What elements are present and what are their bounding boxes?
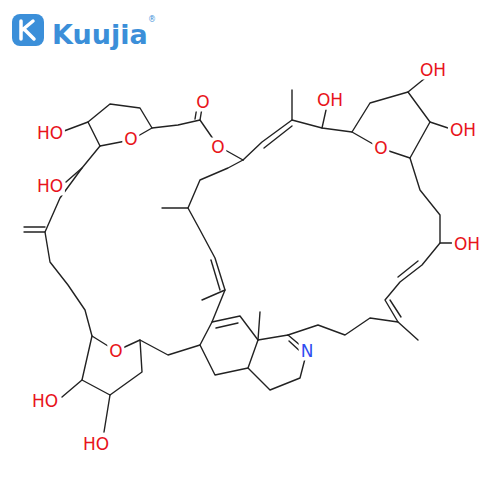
bond-lines: [24, 79, 452, 432]
atom-label: OH: [315, 91, 345, 110]
trademark-mark: ®: [148, 16, 156, 24]
atom-label: HO: [30, 392, 60, 411]
atom-label: O: [122, 130, 139, 149]
atom-label: O: [209, 138, 226, 157]
atom-label: O: [372, 139, 389, 158]
atom-label: OH: [448, 121, 478, 140]
atom-label: N: [299, 342, 316, 361]
atom-label: OH: [452, 235, 482, 254]
logo-icon: [12, 14, 44, 46]
atom-label: HO: [81, 435, 111, 454]
atom-label: OH: [418, 61, 448, 80]
atom-label: HO: [35, 177, 65, 196]
atom-label: O: [194, 93, 211, 112]
atom-label: O: [107, 342, 124, 361]
brand-logo: Kuujia: [52, 21, 148, 48]
atom-label: HO: [35, 124, 65, 143]
